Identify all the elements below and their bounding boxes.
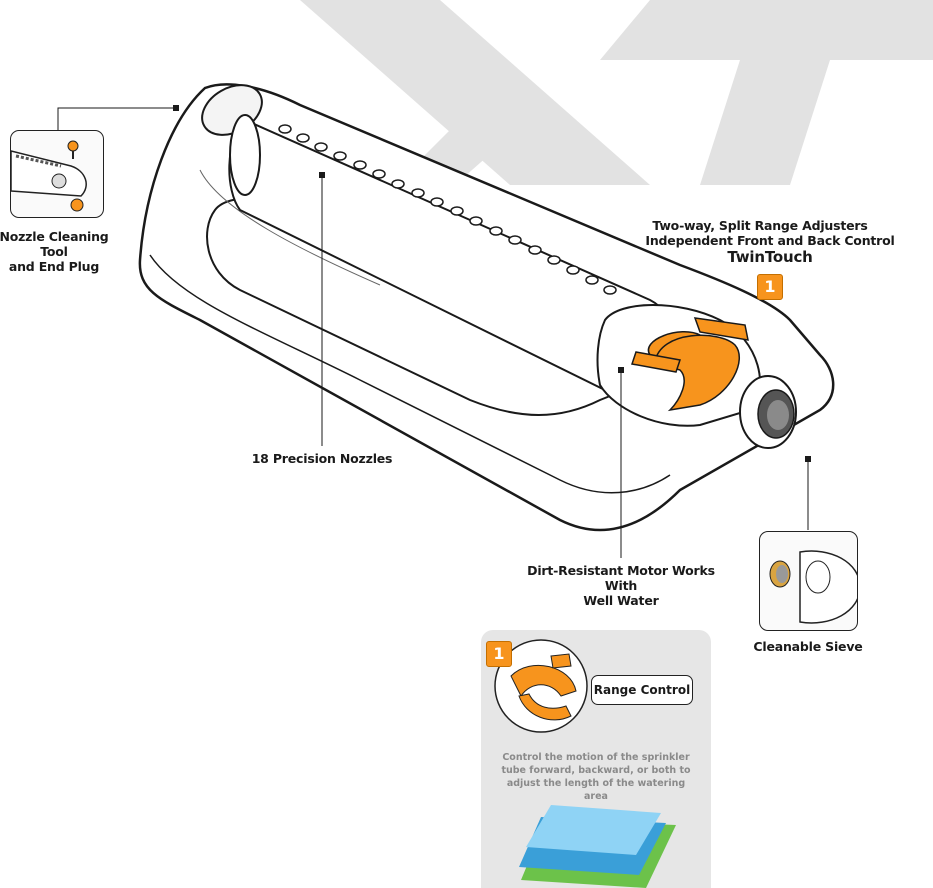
- nozzle-tool-label: Nozzle Cleaning Tool and End Plug: [0, 229, 109, 274]
- nozzle-tool-callout: [10, 130, 104, 218]
- sieve-icon: [769, 550, 857, 624]
- range-control-panel: 1: [481, 630, 711, 888]
- watering-area-icon: [519, 805, 676, 888]
- motor-label: Dirt-Resistant Motor Works With Well Wat…: [527, 563, 715, 608]
- sieve-callout: [759, 531, 858, 631]
- sieve-label: Cleanable Sieve: [753, 639, 863, 654]
- adjusters-line1: Two-way, Split Range Adjusters: [652, 218, 868, 233]
- nozzles-label: 18 Precision Nozzles: [251, 451, 393, 466]
- range-control-badge: 1: [486, 641, 512, 667]
- range-control-closeup: [494, 639, 588, 733]
- range-control-description: Control the motion of the sprinkler tube…: [501, 752, 691, 802]
- twintouch-brand: TwinTouch: [727, 248, 813, 266]
- range-control-title: Range Control: [591, 675, 693, 705]
- nozzle-tool-icon: [11, 140, 87, 212]
- adjusters-line2: Independent Front and Back Control: [645, 233, 895, 248]
- twintouch-badge: 1: [757, 274, 783, 300]
